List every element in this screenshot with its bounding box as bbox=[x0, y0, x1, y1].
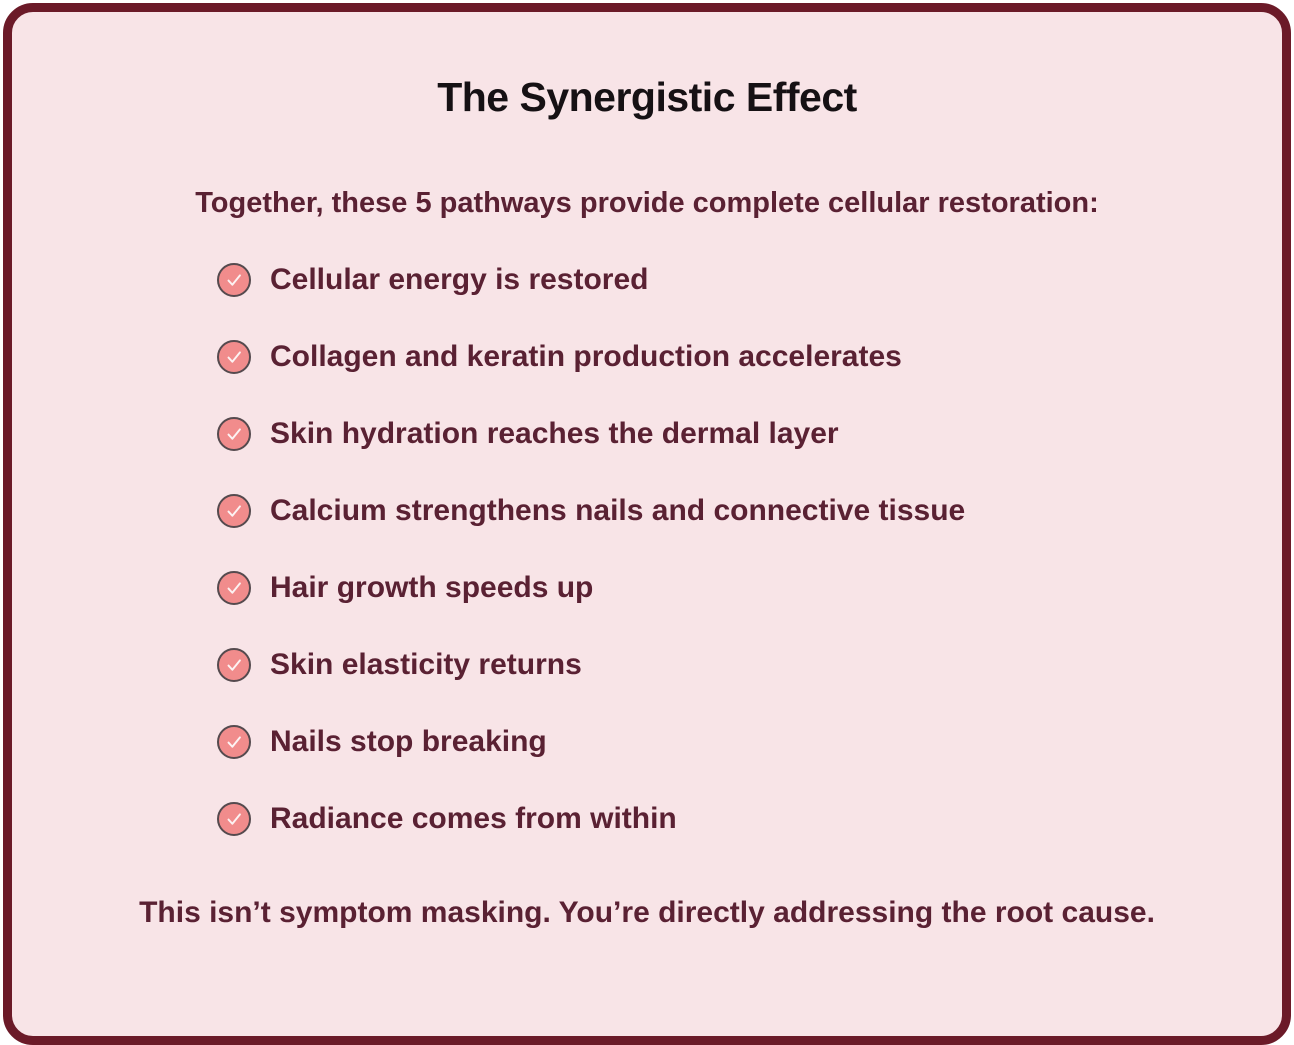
page-title: The Synergistic Effect bbox=[437, 74, 857, 120]
list-item: Hair growth speeds up bbox=[217, 549, 1077, 626]
list-item-label: Cellular energy is restored bbox=[270, 262, 649, 296]
list-item-label: Nails stop breaking bbox=[270, 724, 547, 758]
check-circle-icon bbox=[217, 339, 251, 374]
list-item: Cellular energy is restored bbox=[217, 241, 1077, 318]
check-circle-icon bbox=[217, 647, 251, 682]
check-circle-icon bbox=[217, 801, 251, 836]
intro-text: Together, these 5 pathways provide compl… bbox=[195, 187, 1099, 219]
footer-text: This isn’t symptom masking. You’re direc… bbox=[139, 896, 1155, 929]
list-item: Skin hydration reaches the dermal layer bbox=[217, 395, 1077, 472]
check-circle-icon bbox=[217, 570, 251, 605]
list-item-label: Collagen and keratin production accelera… bbox=[270, 339, 902, 373]
check-circle-icon bbox=[217, 416, 251, 451]
check-circle-icon bbox=[217, 262, 251, 297]
list-item: Nails stop breaking bbox=[217, 703, 1077, 780]
list-item-label: Skin elasticity returns bbox=[270, 647, 582, 681]
list-item-label: Hair growth speeds up bbox=[270, 570, 594, 604]
list-item-label: Calcium strengthens nails and connective… bbox=[270, 493, 966, 527]
list-item: Collagen and keratin production accelera… bbox=[217, 318, 1077, 395]
check-circle-icon bbox=[217, 493, 251, 528]
list-item: Calcium strengthens nails and connective… bbox=[217, 472, 1077, 549]
list-item-label: Skin hydration reaches the dermal layer bbox=[270, 416, 839, 450]
pathway-checklist: Cellular energy is restored Collagen and… bbox=[217, 241, 1077, 857]
list-item-label: Radiance comes from within bbox=[270, 801, 677, 835]
list-item: Skin elasticity returns bbox=[217, 626, 1077, 703]
synergistic-effect-card: The Synergistic Effect Together, these 5… bbox=[3, 3, 1291, 1045]
list-item: Radiance comes from within bbox=[217, 780, 1077, 857]
card-content: The Synergistic Effect Together, these 5… bbox=[12, 12, 1282, 930]
check-circle-icon bbox=[217, 724, 251, 759]
